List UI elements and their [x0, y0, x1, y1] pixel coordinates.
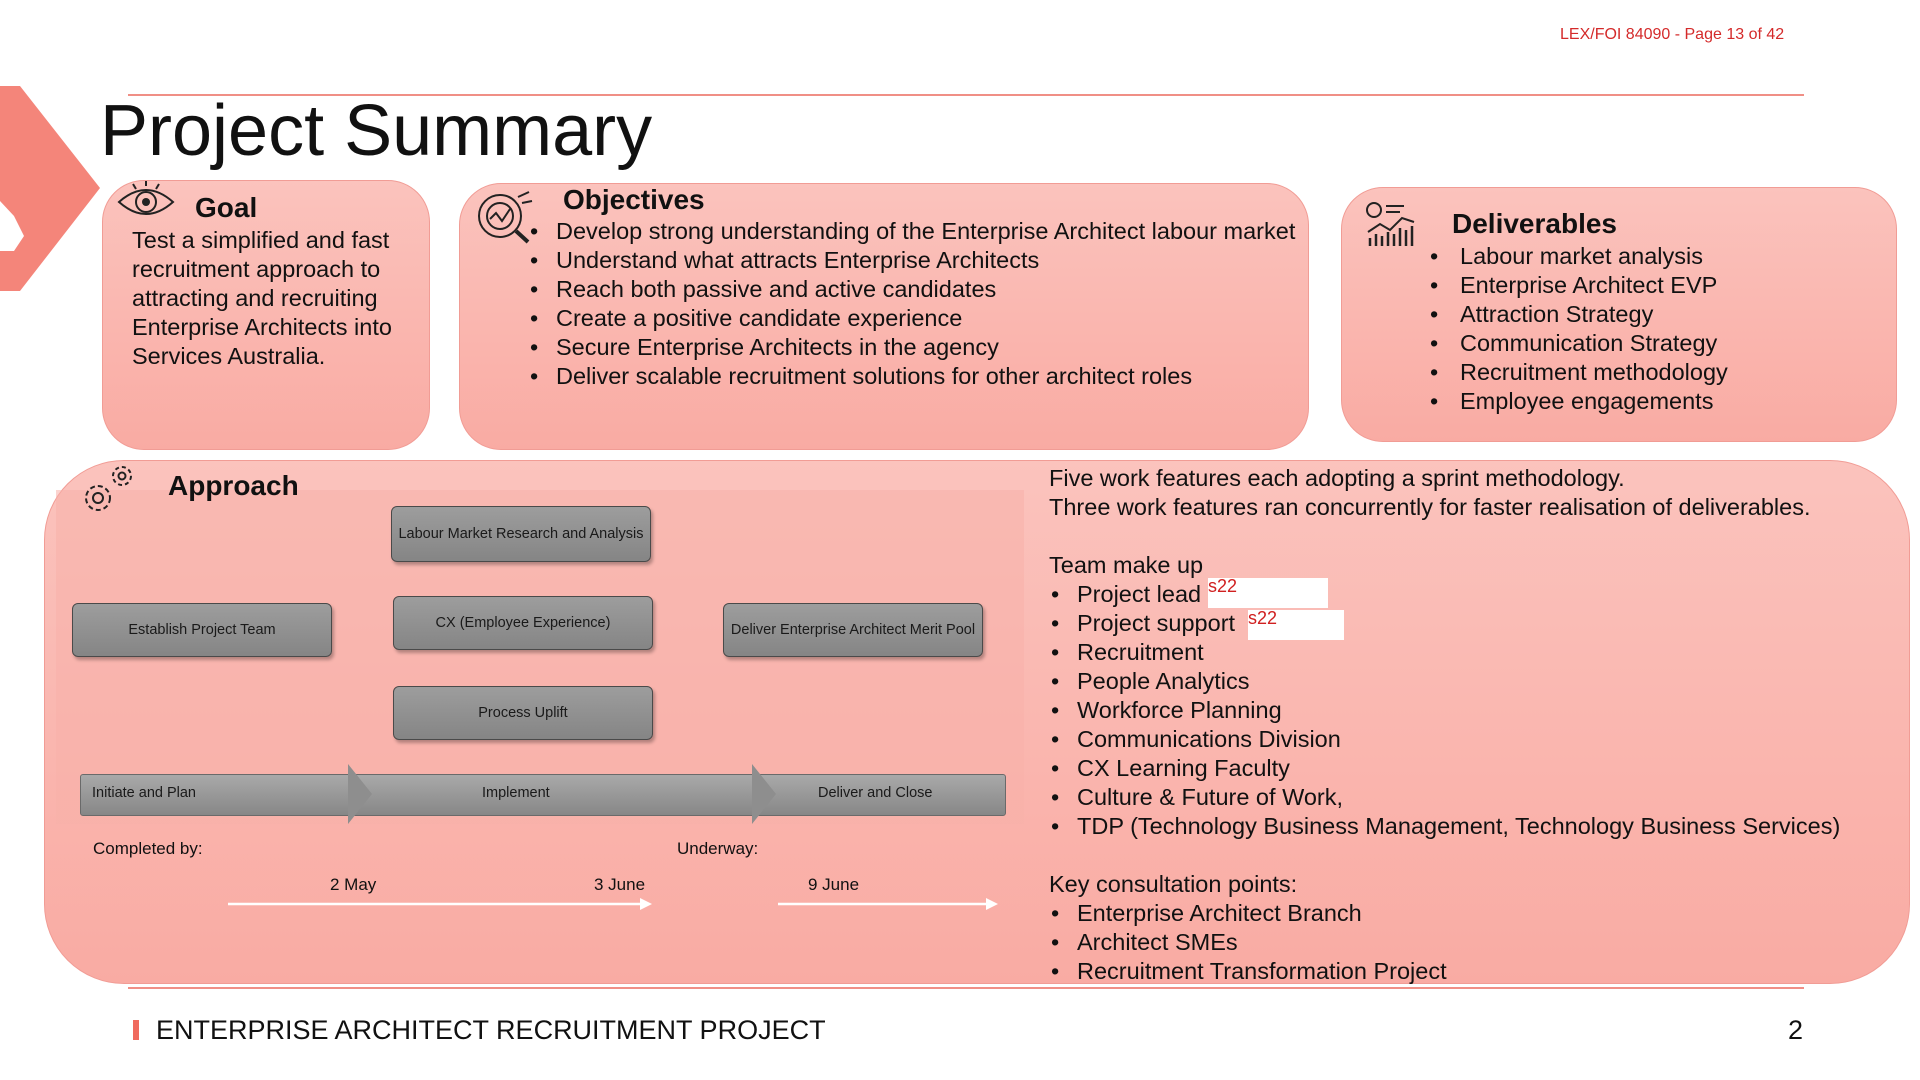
page-title: Project Summary [100, 91, 653, 171]
document-reference: LEX/FOI 84090 - Page 13 of 42 [1560, 26, 1785, 43]
consultation-title: Key consultation points: [1049, 871, 1298, 897]
top-divider [128, 94, 1804, 96]
phase-separator-icon [752, 764, 776, 824]
goal-text: Test a simplified and fast recruitment a… [132, 227, 392, 369]
objectives-list: Develop strong understanding of the Ente… [528, 217, 1298, 391]
bottom-divider [128, 987, 1804, 989]
chevron-arrow-icon [0, 86, 100, 291]
deliverable-item: Employee engagements [1416, 387, 1886, 416]
deliver-merit-pool-box: Deliver Enterprise Architect Merit Pool [723, 603, 983, 657]
deliverable-item: Enterprise Architect EVP [1416, 271, 1886, 300]
deliverables-list: Labour market analysis Enterprise Archit… [1416, 242, 1886, 416]
underway-label: Underway: [677, 839, 759, 858]
team-item: Project lead [1049, 580, 1889, 609]
approach-title: Approach [168, 470, 299, 501]
objective-item: Secure Enterprise Architects in the agen… [528, 333, 1298, 362]
team-item: Workforce Planning [1049, 696, 1889, 725]
deliverables-title: Deliverables [1452, 208, 1617, 239]
redaction-tag: s22 [1208, 576, 1238, 596]
chart-icon [1366, 202, 1415, 246]
objective-item: Understand what attracts Enterprise Arch… [528, 246, 1298, 275]
consultation-item: Enterprise Architect Branch [1049, 899, 1549, 928]
phase-initiate-label: Initiate and Plan [92, 785, 196, 801]
redaction-box [1248, 610, 1344, 640]
phase-separator-icon [348, 764, 372, 824]
team-item: Communications Division [1049, 725, 1889, 754]
date-label: 3 June [594, 875, 646, 894]
phase-deliver-label: Deliver and Close [818, 785, 933, 801]
consultation-item: Architect SMEs [1049, 928, 1549, 957]
approach-intro-2: Three work features ran concurrently for… [1049, 494, 1811, 520]
target-search-icon [478, 191, 533, 244]
footer-accent-bar [133, 1020, 139, 1040]
footer-project-name: ENTERPRISE ARCHITECT RECRUITMENT PROJECT [156, 1015, 826, 1045]
timeline-arrow-icon [228, 898, 652, 910]
completed-by-label: Completed by: [93, 839, 203, 858]
gears-icon [85, 466, 132, 511]
date-label: 2 May [330, 875, 377, 894]
approach-intro-1: Five work features each adopting a sprin… [1049, 465, 1625, 491]
consultation-list: Enterprise Architect Branch Architect SM… [1049, 899, 1549, 986]
team-item: Culture & Future of Work, [1049, 783, 1889, 812]
page-number: 2 [1788, 1015, 1804, 1045]
objective-item: Reach both passive and active candidates [528, 275, 1298, 304]
goal-title: Goal [195, 192, 258, 223]
team-item: TDP (Technology Business Management, Tec… [1049, 812, 1889, 841]
team-item: Recruitment [1049, 638, 1889, 667]
establish-project-team-box: Establish Project Team [72, 603, 332, 657]
goal-panel [102, 180, 430, 450]
process-uplift-box: Process Uplift [393, 686, 653, 740]
objective-item: Deliver scalable recruitment solutions f… [528, 362, 1298, 391]
objective-item: Create a positive candidate experience [528, 304, 1298, 333]
team-make-up-title: Team make up [1049, 552, 1204, 578]
deliverable-item: Attraction Strategy [1416, 300, 1886, 329]
deliverable-item: Recruitment methodology [1416, 358, 1886, 387]
date-label: 9 June [808, 875, 860, 894]
team-item: CX Learning Faculty [1049, 754, 1889, 783]
team-item: Project support [1049, 609, 1889, 638]
objectives-title: Objectives [563, 184, 705, 215]
deliverable-item: Communication Strategy [1416, 329, 1886, 358]
redaction-box [1208, 578, 1328, 608]
team-list: Project lead Project support Recruitment… [1049, 580, 1889, 841]
objective-item: Develop strong understanding of the Ente… [528, 217, 1298, 246]
team-item: People Analytics [1049, 667, 1889, 696]
consultation-item: Recruitment Transformation Project [1049, 957, 1549, 986]
phase-timeline-bar [80, 774, 1006, 816]
labour-market-research-box: Labour Market Research and Analysis [391, 506, 651, 562]
timeline-arrow-icon [778, 898, 998, 910]
eye-icon [117, 181, 175, 215]
cx-employee-experience-box: CX (Employee Experience) [393, 596, 653, 650]
deliverable-item: Labour market analysis [1416, 242, 1886, 271]
phase-implement-label: Implement [482, 785, 550, 801]
redaction-tag: s22 [1248, 608, 1278, 628]
